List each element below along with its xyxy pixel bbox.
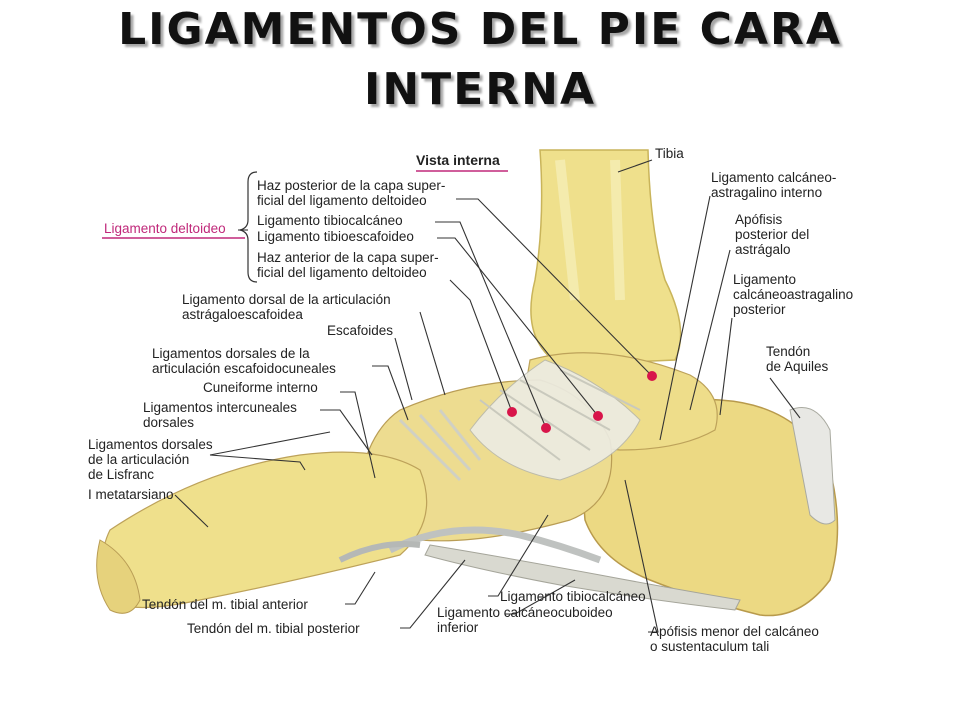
label-tibioescafoideo: Ligamento tibioescafoideo <box>257 229 414 244</box>
label-haz-anterior: Haz anterior de la capa super-ficial del… <box>257 250 439 280</box>
calcaneus-bone <box>583 398 839 617</box>
tibia-bone <box>530 149 682 366</box>
label-haz-posterior: Haz posterior de la capa super-ficial de… <box>257 178 446 208</box>
marker-tibiocalcaneo <box>541 423 551 433</box>
tibialis-posterior-tendon <box>388 526 602 564</box>
tibialis-anterior-tendon <box>338 541 421 563</box>
marker-haz-posterior <box>647 371 657 381</box>
label-tibia: Tibia <box>655 146 684 161</box>
view-label: Vista interna <box>416 152 500 168</box>
title-line-2: INTERNA <box>363 64 597 115</box>
label-ligamento-deltoideo: Ligamento deltoideo <box>104 221 226 236</box>
plantar-ligaments <box>424 544 741 611</box>
deltoid-bracket <box>239 171 258 283</box>
label-tibial-anterior: Tendón del m. tibial anterior <box>142 597 308 612</box>
marker-haz-anterior <box>507 407 517 417</box>
label-escafoides: Escafoides <box>327 323 394 338</box>
label-metatarsiano: I metatarsiano <box>88 487 174 502</box>
title-line-1: LIGAMENTOS DEL PIE CARA <box>118 4 842 55</box>
achilles-tendon <box>789 407 836 525</box>
label-tibiocalcaneo: Ligamento tibiocalcáneo <box>257 213 403 228</box>
label-cuneiforme-interno: Cuneiforme interno <box>203 380 318 395</box>
label-tibiocalcaneo-inferior: Ligamento tibiocalcáneo <box>500 589 646 604</box>
label-tibial-posterior: Tendón del m. tibial posterior <box>187 621 360 636</box>
label-calcaneo-astragalino-interno: Ligamento calcáneo-astragalino interno <box>711 170 837 200</box>
marker-tibioescafoideo <box>593 411 603 421</box>
